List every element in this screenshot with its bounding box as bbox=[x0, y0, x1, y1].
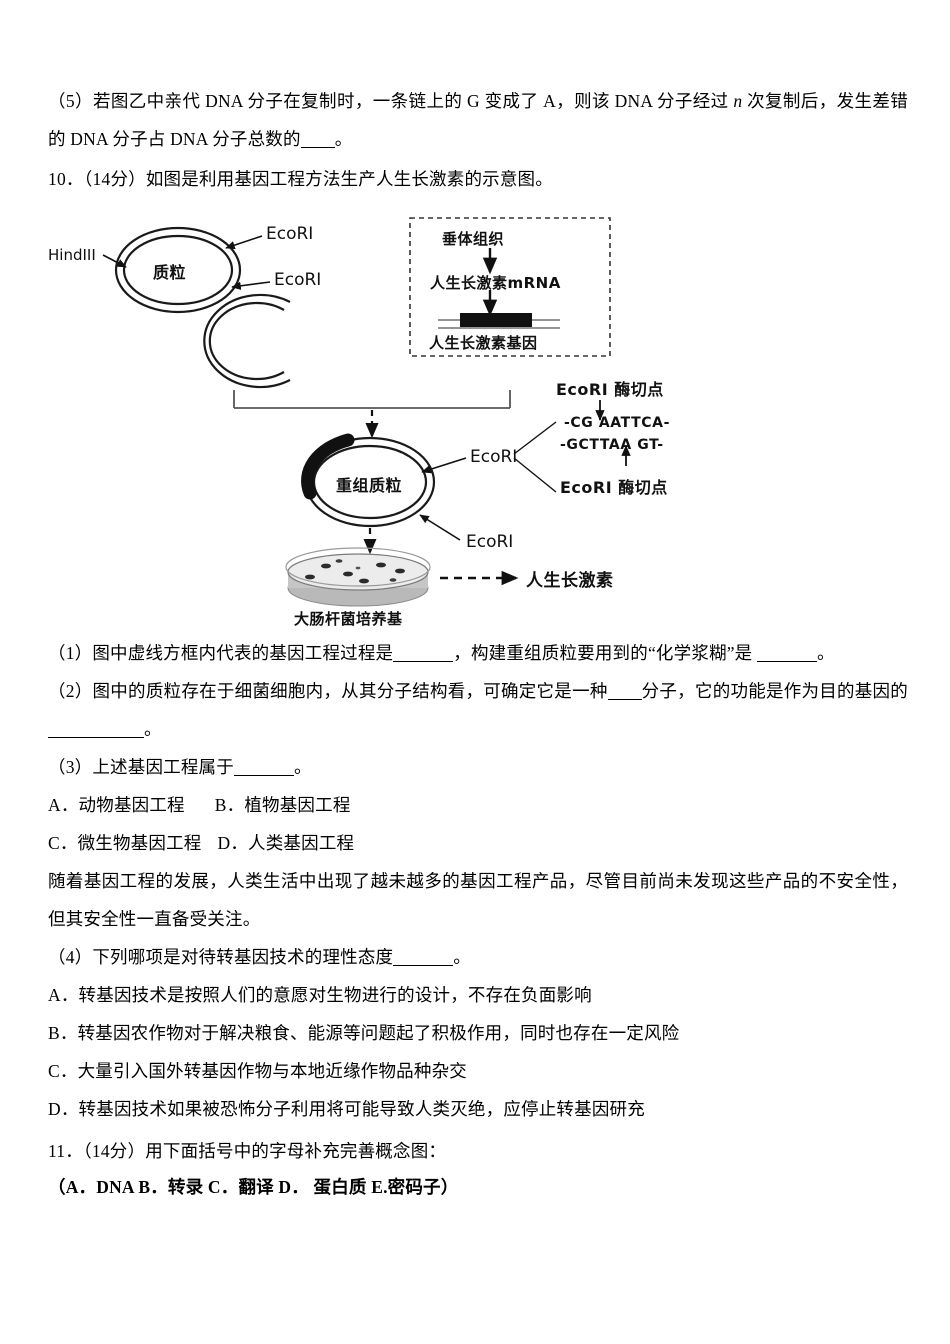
ecori-cut-site-top-label: EcoRI 酶切点 bbox=[556, 380, 664, 399]
q10-sub3-a: （3）上述基因工程属于 bbox=[48, 757, 234, 777]
text-block-bottom: （1）图中虚线方框内代表的基因工程过程是 ，构建重组质粒要用到的“化学浆糊”是 。… bbox=[48, 634, 908, 1206]
option-a[interactable]: A．动物基因工程 bbox=[48, 795, 185, 815]
answer-blank[interactable] bbox=[300, 147, 335, 148]
diagram-vector-layer bbox=[102, 217, 631, 607]
answer-blank[interactable] bbox=[48, 737, 122, 738]
question-10-sub4-option-a[interactable]: A．转基因技术是按照人们的意愿对生物进行的设计，不存在负面影响 bbox=[48, 985, 592, 1005]
gene-engineering-diagram: HindIII EcoRI EcoRI 质粒 垂体组织 人生长激素mRNA 人生… bbox=[48, 210, 908, 628]
question-11-options-line: （A．DNA B．转录 C．翻译 D． 蛋白质 E.密码子） bbox=[48, 1177, 459, 1197]
hgh-product-label: 人生长激素 bbox=[526, 571, 614, 591]
q10-sub1-c: 。 bbox=[816, 643, 835, 663]
q10-score: （14分） bbox=[83, 169, 146, 189]
question-10-passage: 随着基因工程的发展，人类生活中出现了越未越多的基因工程产品，尽管目前尚未发现这些… bbox=[48, 871, 908, 929]
question-10-sub-3: （3）上述基因工程属于 。 bbox=[48, 748, 908, 786]
recombinant-plasmid-label: 重组质粒 bbox=[336, 476, 403, 495]
q11-number: 11． bbox=[48, 1141, 83, 1161]
dna-sequence-top: -CG AATTCA- bbox=[564, 415, 670, 431]
answer-blank[interactable] bbox=[233, 775, 294, 776]
q10-sub4-a: （4）下列哪项是对待转基因技术的理性态度 bbox=[48, 947, 394, 967]
hgh-mrna-label: 人生长激素mRNA bbox=[430, 274, 561, 292]
question-10-sub-1: （1）图中虚线方框内代表的基因工程过程是 ，构建重组质粒要用到的“化学浆糊”是 。 bbox=[48, 634, 908, 672]
answer-blank[interactable] bbox=[122, 737, 144, 738]
q9-part5-tail: 。 bbox=[334, 129, 353, 149]
question-10-sub4-option-d[interactable]: D．转基因技术如果被恐怖分子利用将可能导致人类灭绝，应停止转基因研充 bbox=[48, 1099, 645, 1119]
answer-blank[interactable] bbox=[393, 965, 454, 966]
petri-dish-shape bbox=[285, 547, 431, 607]
plasmid-label: 质粒 bbox=[153, 263, 187, 282]
ecori-top-label: EcoRI bbox=[266, 224, 314, 244]
question-10-sub4-option-b[interactable]: B．转基因农作物对于解决粮食、能源等问题起了积极作用，同时也存在一定风险 bbox=[48, 1023, 680, 1043]
answer-blank[interactable] bbox=[756, 661, 817, 662]
option-b[interactable]: B．植物基因工程 bbox=[214, 795, 351, 815]
ecori-right-label: EcoRI bbox=[274, 270, 322, 290]
question-10-sub3-options-row-2: C．微生物基因工程 D．人类基因工程 bbox=[48, 824, 908, 862]
q9-part5-lead: （5）若图乙中亲代 DNA 分子在复制时，一条链上的 G 变成了 A，则该 DN… bbox=[48, 91, 734, 111]
answer-blank[interactable] bbox=[607, 699, 642, 700]
question-10-sub4-option-c[interactable]: C．大量引入国外转基因作物与本地近缘作物品种杂交 bbox=[48, 1061, 467, 1081]
q9-part5-variable: n bbox=[733, 91, 743, 111]
question-10-stem: 10．（14分）如图是利用基因工程方法生产人生长激素的示意图。 bbox=[48, 162, 908, 196]
ecori-recombinant-top-label: EcoRI bbox=[470, 447, 518, 467]
question-11-stem: 11．（14分）用下面括号中的字母补充完善概念图： bbox=[48, 1134, 908, 1168]
question-9-part-5: （5）若图乙中亲代 DNA 分子在复制时，一条链上的 G 变成了 A，则该 DN… bbox=[48, 82, 908, 158]
q10-sub1-b: ，构建重组质粒要用到的“化学浆糊”是 bbox=[453, 643, 757, 663]
ecori-cut-site-bottom-label: EcoRI 酶切点 bbox=[560, 478, 668, 497]
q10-number: 10． bbox=[48, 169, 84, 189]
text-block-top: （5）若图乙中亲代 DNA 分子在复制时，一条链上的 G 变成了 A，则该 DN… bbox=[48, 82, 908, 196]
q9-part5-mid: 次复制后，发生差错的 DNA 分子占 DNA 分子总数的 bbox=[48, 91, 908, 149]
q11-score: （14分） bbox=[82, 1141, 146, 1161]
q10-stem-text: 如图是利用基因工程方法生产人生长激素的示意图。 bbox=[145, 169, 553, 189]
q10-sub2-c: 。 bbox=[144, 719, 162, 739]
q11-stem-text: 用下面括号中的字母补充完善概念图： bbox=[145, 1141, 447, 1161]
q10-sub1-a: （1）图中虚线方框内代表的基因工程过程是 bbox=[48, 643, 394, 663]
ecori-recombinant-bottom-label: EcoRI bbox=[466, 532, 514, 552]
dna-sequence-bottom: -GCTTAA GT- bbox=[560, 437, 664, 453]
option-c[interactable]: C．微生物基因工程 bbox=[48, 833, 202, 853]
question-10-sub-4: （4）下列哪项是对待转基因技术的理性态度 。 bbox=[48, 938, 908, 976]
hgh-gene-label: 人生长激素基因 bbox=[429, 334, 538, 352]
pituitary-tissue-label: 垂体组织 bbox=[442, 230, 505, 248]
q10-sub3-b: 。 bbox=[293, 757, 312, 777]
hindiii-label: HindIII bbox=[48, 246, 96, 264]
answer-blank[interactable] bbox=[393, 661, 454, 662]
q10-sub4-b: 。 bbox=[453, 947, 471, 967]
culture-medium-label: 大肠杆菌培养基 bbox=[294, 610, 403, 628]
option-d[interactable]: D．人类基因工程 bbox=[217, 833, 355, 853]
question-10-sub-2: （2）图中的质粒存在于细菌细胞内，从其分子结构看，可确定它是一种 分子，它的功能是… bbox=[48, 672, 908, 748]
q10-sub2-a: （2）图中的质粒存在于细菌细胞内，从其分子结构看，可确定它是一种 bbox=[48, 681, 608, 701]
question-10-sub3-options-row-1: A．动物基因工程 B．植物基因工程 bbox=[48, 786, 908, 824]
q10-sub2-b: 分子，它的功能是作为目的基因的 bbox=[641, 681, 909, 701]
